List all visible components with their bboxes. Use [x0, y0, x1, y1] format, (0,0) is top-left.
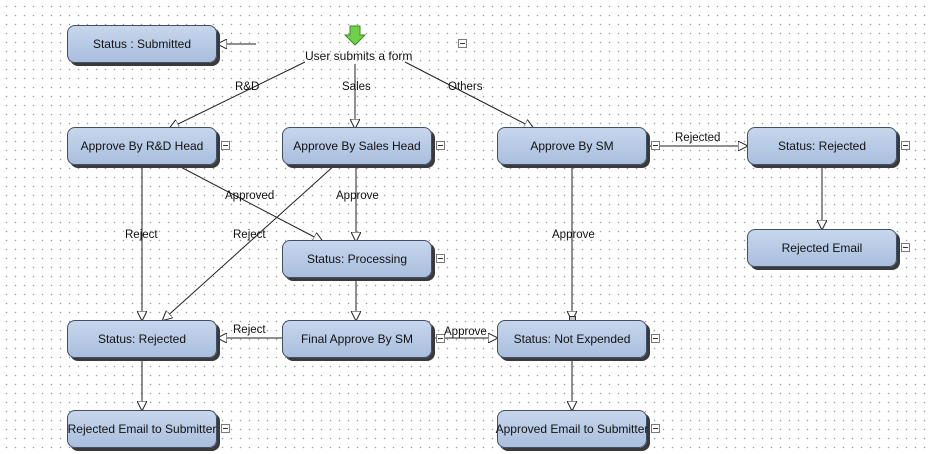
start-event-label: User submits a form — [305, 49, 413, 63]
edge-label-approve-sales: Approve — [336, 190, 379, 202]
edge-label-sales: Sales — [342, 81, 371, 93]
node-status-submitted[interactable]: Status : Submitted — [67, 25, 217, 63]
node-label: Rejected Email — [781, 241, 863, 255]
collapse-button[interactable] — [458, 39, 467, 48]
edge-label-reject-rd: Reject — [125, 229, 158, 241]
node-rejected-email-submitter[interactable]: Rejected Email to Submitter — [67, 410, 217, 448]
start-arrow-icon — [343, 25, 367, 46]
node-approve-sales-head[interactable]: Approve By Sales Head — [282, 127, 432, 165]
node-label: Approve By SM — [530, 139, 614, 153]
collapse-button[interactable] — [651, 334, 660, 343]
edge-label-reject-final: Reject — [233, 324, 266, 336]
edge-sales-reject — [163, 163, 337, 320]
node-approved-email-submitter[interactable]: Approved Email to Submitter — [495, 410, 649, 448]
collapse-button[interactable] — [901, 243, 910, 252]
edge-label-rd: R&D — [235, 81, 260, 93]
node-label: Status: Rejected — [777, 139, 867, 153]
collapse-button[interactable] — [436, 254, 445, 263]
node-label: Approve By R&D Head — [80, 139, 204, 153]
edge-label-approve-final: Approve — [444, 326, 487, 338]
collapse-button[interactable] — [436, 334, 445, 343]
edge-label-rejected: Rejected — [675, 132, 721, 144]
node-final-approve-sm[interactable]: Final Approve By SM — [282, 320, 432, 358]
edge-label-approved: Approved — [225, 190, 275, 202]
collapse-button[interactable] — [436, 141, 445, 150]
node-status-processing[interactable]: Status: Processing — [282, 240, 432, 278]
node-rejected-email[interactable]: Rejected Email — [747, 229, 897, 267]
node-status-not-expended[interactable]: Status: Not Expended — [497, 320, 647, 358]
node-label: Status : Submitted — [92, 37, 192, 51]
collapse-button[interactable] — [651, 141, 660, 150]
collapse-button[interactable] — [901, 141, 910, 150]
collapse-button[interactable] — [651, 424, 660, 433]
node-label: Status: Not Expended — [513, 332, 631, 346]
node-approve-sm[interactable]: Approve By SM — [497, 127, 647, 165]
collapse-button[interactable] — [221, 424, 230, 433]
node-label: Status: Processing — [306, 252, 408, 266]
node-label: Approved Email to Submitter — [495, 422, 649, 436]
edge-others — [404, 61, 533, 128]
node-label: Final Approve By SM — [300, 332, 414, 346]
collapse-button[interactable] — [221, 141, 230, 150]
node-label: Approve By Sales Head — [293, 139, 421, 153]
node-approve-rd-head[interactable]: Approve By R&D Head — [67, 127, 217, 165]
edge-label-approve-sm: Approve — [552, 229, 595, 241]
edge-rd-approved — [174, 163, 322, 241]
node-status-rejected-left[interactable]: Status: Rejected — [67, 320, 217, 358]
edge-label-others: Others — [448, 81, 483, 93]
node-status-rejected-right[interactable]: Status: Rejected — [747, 127, 897, 165]
edge-label-reject-sales: Reject — [233, 229, 266, 241]
edge-rd — [170, 61, 306, 128]
node-label: Rejected Email to Submitter — [67, 422, 217, 436]
node-label: Status: Rejected — [97, 332, 187, 346]
